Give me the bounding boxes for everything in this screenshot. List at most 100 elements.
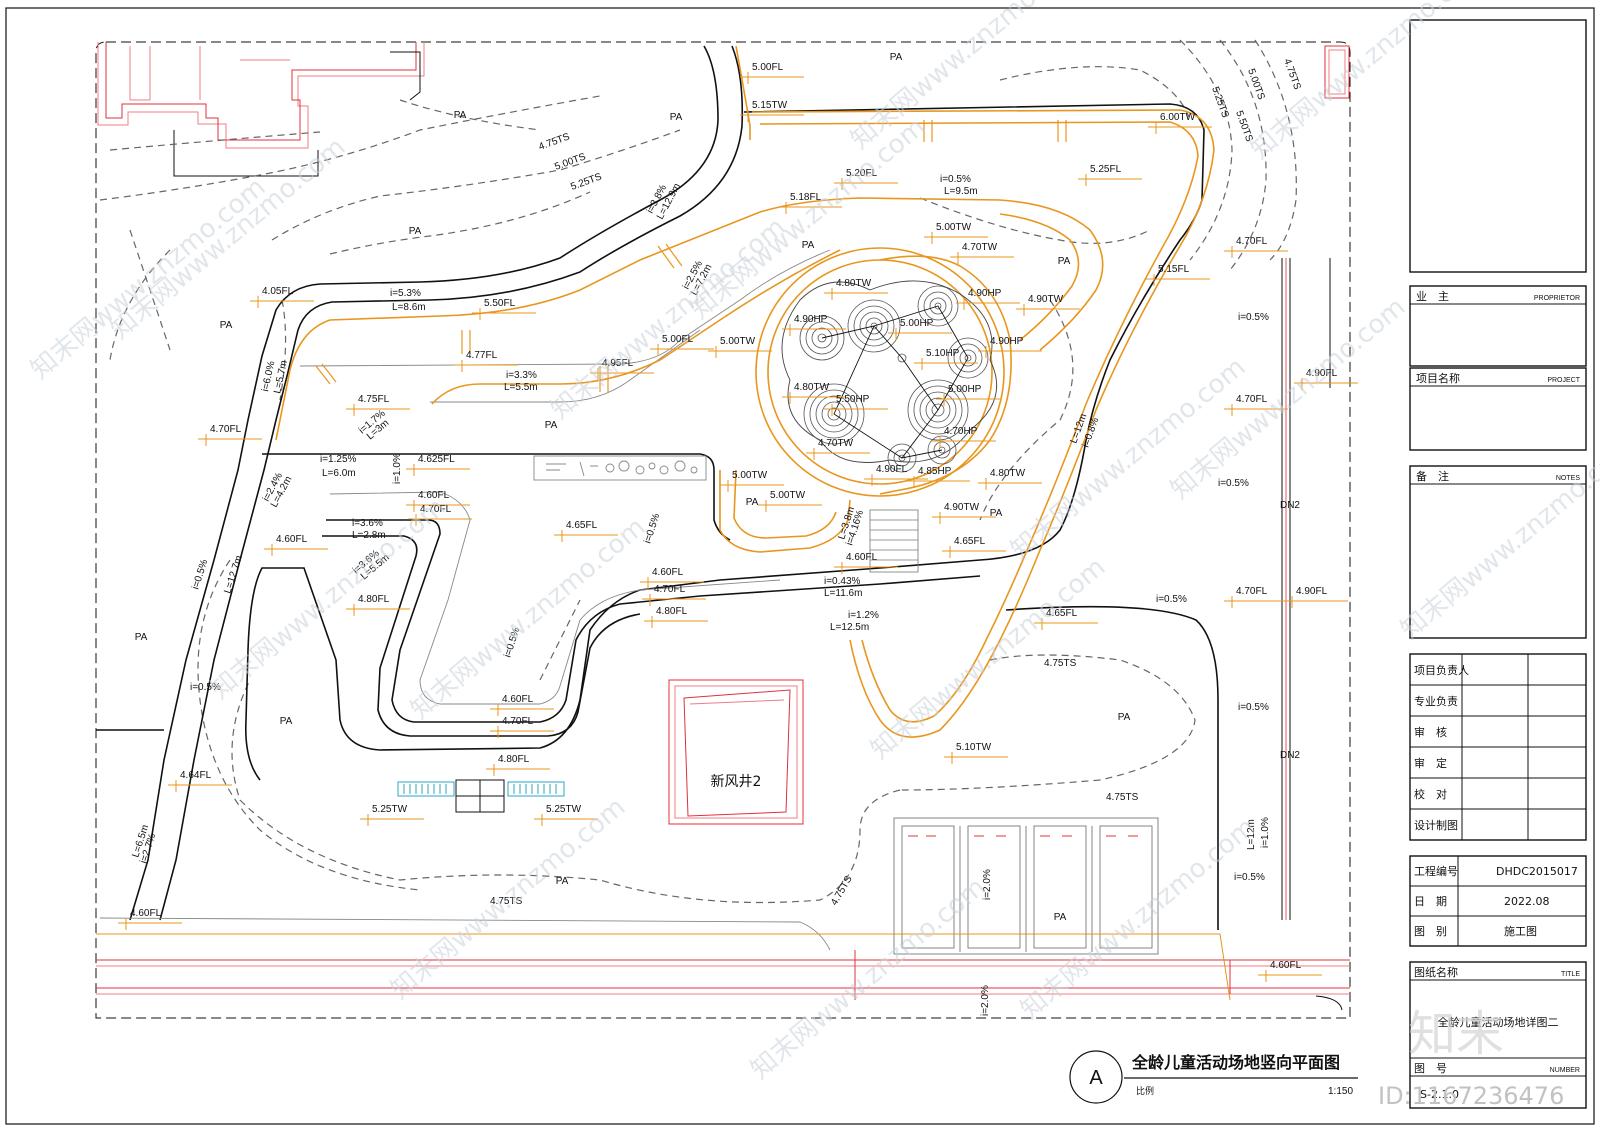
contour-label: 4.75TS (1106, 792, 1139, 803)
area-label: PA (890, 52, 903, 63)
slope-label: L=11.6m (824, 588, 862, 599)
notes-label-cn: 备 注 (1416, 469, 1449, 483)
elevation-label: 4.60FL (276, 534, 308, 545)
elevation-marker (1078, 174, 1142, 186)
benches (397, 781, 565, 797)
area-label: PA (135, 632, 148, 643)
elevation-marker (1148, 122, 1212, 134)
bench-base (455, 779, 505, 813)
slope-label: i=3.3% (506, 370, 537, 381)
elevation-marker (936, 394, 1000, 406)
elevation-marker (650, 344, 714, 356)
elevation-label: 5.00TW (770, 490, 806, 501)
elevation-marker (758, 500, 822, 512)
slope-label: L=12.5m (830, 622, 869, 633)
elevation-marker (906, 476, 970, 488)
steps (869, 509, 919, 573)
area-label: PA (280, 716, 293, 727)
elevation-label: 4.60FL (846, 552, 878, 563)
elevation-marker (1016, 304, 1080, 316)
elevation-marker (534, 814, 598, 826)
watermark-text: 知末网www.znzmo.com (385, 792, 631, 1005)
elevation-label: 4.60FL (652, 567, 684, 578)
scale-label: 比例 (1136, 1085, 1154, 1097)
slope-label: L=5.5m (504, 382, 538, 393)
watermark-text: 知末网www.znzmo.com (205, 492, 451, 705)
elevation-label: 4.95FL (602, 358, 634, 369)
watermark-text: 知末网www.znzmo.com (1245, 0, 1491, 165)
elevation-label: 4.75FL (358, 394, 390, 405)
elevation-marker (346, 404, 410, 416)
elevation-label: 4.60FL (1270, 960, 1302, 971)
slope-label: L=8.6m (392, 302, 426, 313)
fresh-air-shaft (668, 679, 804, 825)
title-label-en: TITLE (1561, 971, 1580, 978)
elevation-marker (406, 500, 470, 512)
elevation-marker (472, 308, 536, 320)
slope-label-rotated: i=1.0% (392, 453, 403, 484)
elevation-marker (1224, 596, 1288, 608)
elevation-label: 4.90HP (990, 336, 1024, 347)
site-boundary (95, 41, 1351, 1019)
elevation-marker (834, 562, 898, 574)
inner-paths (99, 249, 831, 951)
drawing-title: 全龄儿童活动场地竖向平面图 (1131, 1053, 1340, 1072)
elevation-marker (590, 368, 654, 380)
elevation-marker (490, 704, 554, 716)
contour-label: 4.75TS (537, 131, 571, 152)
slope-label: i=0.5% (940, 174, 971, 185)
elevation-marker (914, 358, 978, 370)
elevation-label: 4.70FL (1236, 236, 1268, 247)
signature-row-label: 校 对 (1414, 787, 1447, 801)
elevation-label: 4.70TW (818, 438, 854, 449)
notes-label-en: NOTES (1556, 475, 1580, 482)
planter-box (533, 455, 707, 481)
elevation-marker (554, 530, 618, 542)
category-label: 图 别 (1414, 925, 1447, 938)
slope-label: L=9.5m (944, 186, 978, 197)
elevation-label: 4.85HP (918, 466, 952, 477)
project-no-label: 工程编号 (1414, 864, 1458, 878)
elevation-label: 5.10TW (956, 742, 992, 753)
slope-label: L=6.0m (322, 468, 356, 479)
elevation-marker (978, 346, 1042, 358)
elevation-label: 4.70FL (210, 424, 242, 435)
elevation-marker (1034, 618, 1098, 630)
contour-label: 5.00TS (553, 151, 587, 172)
elevation-marker (924, 232, 988, 244)
elevation-marker (1294, 378, 1358, 390)
elevation-marker (932, 512, 996, 524)
slope-label-rotated: L=12.7m (222, 554, 245, 595)
elevation-label: 4.80TW (990, 468, 1026, 479)
elevation-marker (806, 448, 870, 460)
elevation-marker (778, 202, 842, 214)
elevation-marker (346, 604, 410, 616)
contour-label: 4.75TS (829, 874, 855, 908)
watermark-layer: 知末网www.znzmo.com 知末网www.znzmo.com 知末网www.z… (25, 0, 1600, 1085)
area-label: PA (545, 420, 558, 431)
elevation-marker (944, 752, 1008, 764)
elevation-label: 5.25TW (546, 804, 582, 815)
elevation-marker (1224, 246, 1288, 258)
elevation-marker (824, 288, 888, 300)
sheet-frame (5, 7, 1595, 1125)
elevation-marker (888, 328, 952, 340)
area-label: PA (746, 497, 759, 508)
elevation-label: 4.80FL (358, 594, 390, 605)
watermark-logo: 知末 (1408, 1006, 1504, 1062)
contour-lines (99, 39, 1297, 904)
elevation-marker (932, 436, 996, 448)
elevation-marker (864, 474, 928, 486)
number-label-cn: 图 号 (1414, 1062, 1447, 1075)
elevation-label: 5.00FL (662, 334, 694, 345)
elevation-marker (1224, 404, 1288, 416)
elevation-label: 4.65FL (1046, 608, 1078, 619)
orange-walls (275, 45, 1215, 738)
mound-outlines (781, 280, 998, 463)
signature-row-label: 审 定 (1414, 756, 1447, 770)
elevation-marker (740, 72, 804, 84)
elevation-marker (942, 546, 1006, 558)
parking-bays (893, 817, 1159, 955)
